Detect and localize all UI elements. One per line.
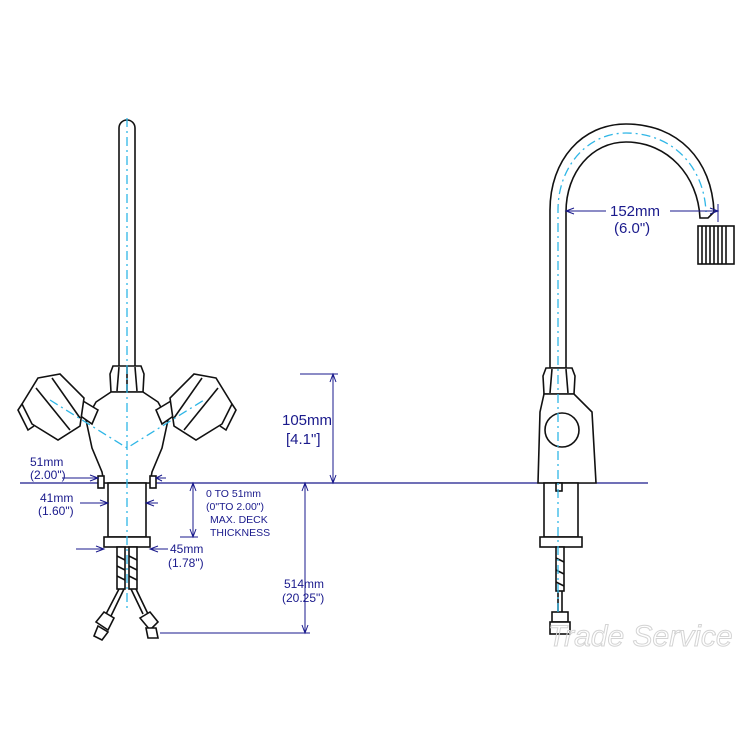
dim-spout-height: 105mm [4.1"] — [282, 372, 338, 485]
overall-length-in: (20.25") — [282, 591, 324, 605]
left-handle — [17, 373, 100, 441]
front-spout-tube — [118, 119, 136, 369]
deck-thickness-line4: THICKNESS — [210, 527, 270, 539]
supply-lines — [92, 546, 160, 642]
aerator — [697, 225, 735, 265]
deck-thickness-line3: MAX. DECK — [210, 514, 268, 526]
watermark: Trade Service — [548, 620, 733, 653]
dim-shank-width: 41mm (1.60") — [38, 491, 158, 518]
faucet-front-view — [17, 118, 237, 642]
overall-length-mm: 514mm — [284, 577, 324, 591]
side-centerline — [557, 132, 707, 612]
side-gooseneck-spout — [549, 123, 715, 369]
spout-height-in: [4.1"] — [286, 431, 321, 448]
dim-deck-thickness: 0 TO 51mm (0"TO 2.00") MAX. DECK THICKNE… — [180, 481, 270, 539]
faucet-side-view — [537, 123, 735, 635]
front-shank — [107, 482, 147, 538]
shank-width-mm: 41mm — [40, 491, 73, 505]
dim-handle-spacing: 51mm (2.00") — [30, 455, 166, 482]
spout-height-mm: 105mm — [282, 412, 332, 429]
spout-reach-mm: 152mm — [610, 203, 660, 220]
shank-width-in: (1.60") — [38, 504, 74, 518]
nut-width-mm: 45mm — [170, 542, 203, 556]
dim-nut-width: 45mm (1.78") — [76, 542, 204, 570]
handle-spacing-mm: 51mm — [30, 455, 63, 469]
side-shank — [543, 482, 579, 538]
deck-thickness-line1: 0 TO 51mm — [206, 488, 261, 500]
dim-overall-length: 514mm (20.25") — [160, 481, 324, 635]
deck-thickness-line2: (0"TO 2.00") — [206, 501, 264, 513]
nut-width-in: (1.78") — [168, 556, 204, 570]
dim-spout-reach: 152mm (6.0") — [564, 203, 720, 237]
handle-spacing-in: (2.00") — [30, 468, 66, 482]
side-top-nut — [542, 367, 576, 395]
right-handle — [154, 373, 237, 441]
spout-reach-in: (6.0") — [614, 220, 650, 237]
